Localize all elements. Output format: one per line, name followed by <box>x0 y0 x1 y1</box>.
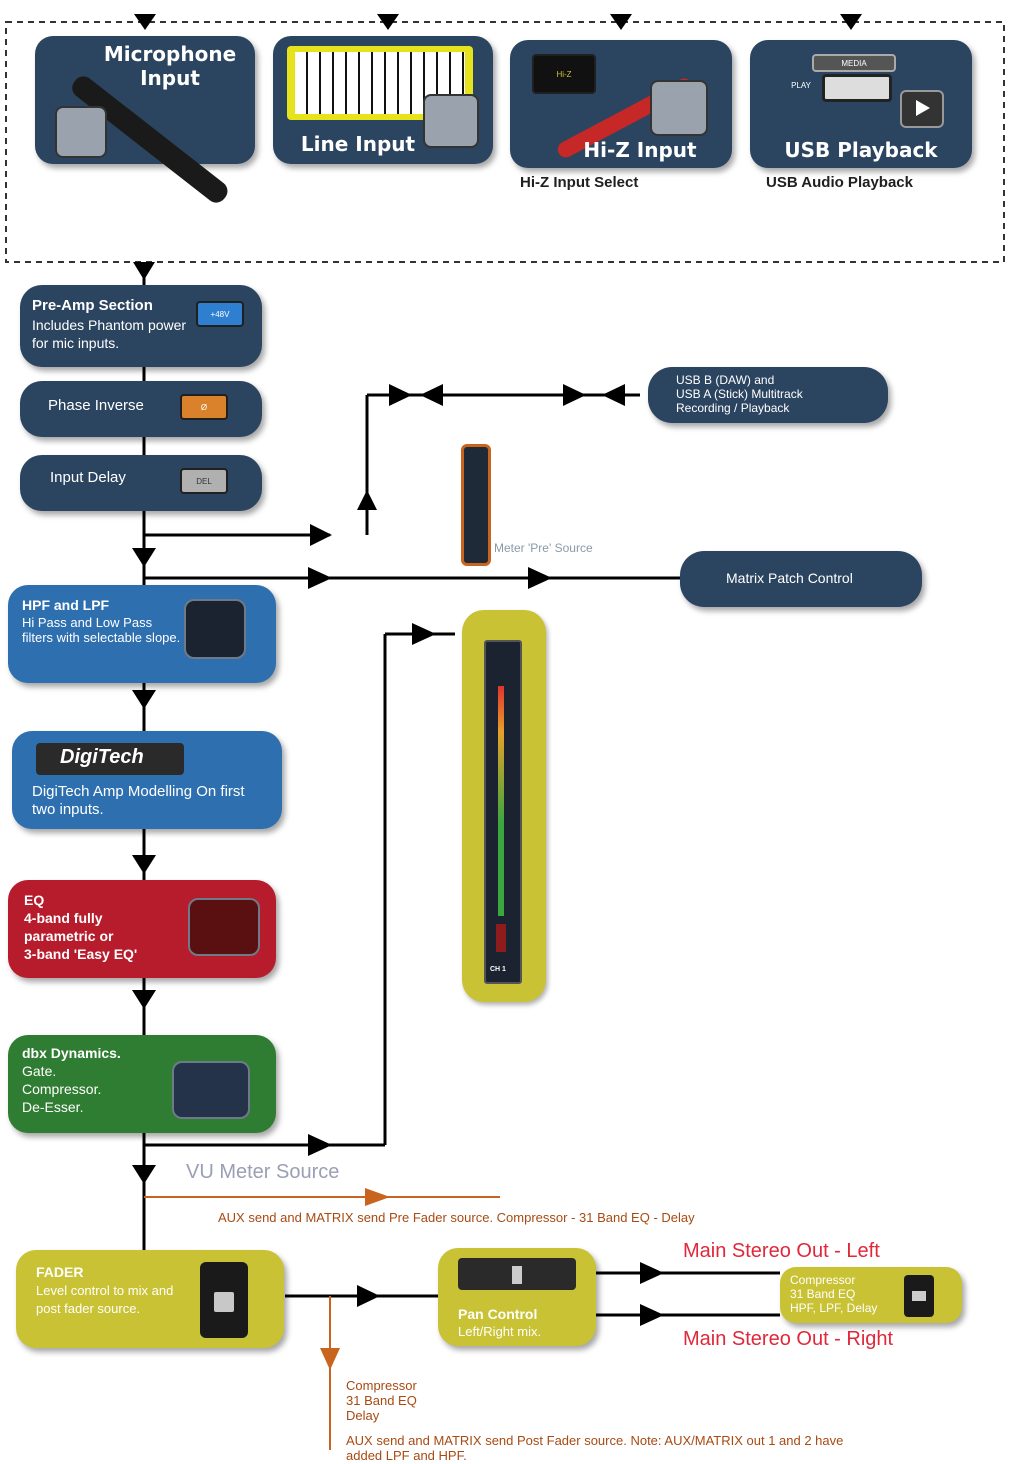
media-label: MEDIA <box>812 54 896 72</box>
hpf-lpf-title: HPF and LPF <box>22 597 110 613</box>
usb-recording-line3: Recording / Playback <box>676 401 790 415</box>
usb-recording-box[interactable]: USB B (DAW) and USB A (Stick) Multitrack… <box>648 367 888 423</box>
aux-post-fader-note-line1: AUX send and MATRIX send Post Fader sour… <box>346 1433 844 1448</box>
matrix-patch-control-label: Matrix Patch Control <box>726 570 853 586</box>
line-input-box[interactable]: Line Input <box>273 36 493 164</box>
fader-knob-icon[interactable] <box>200 1262 248 1338</box>
hpf-lpf-box[interactable]: HPF and LPF Hi Pass and Low Pass filters… <box>8 585 276 683</box>
aux-post-fader-note-line2: added LPF and HPF. <box>346 1448 467 1463</box>
fader-box[interactable]: FADER Level control to mix and post fade… <box>16 1250 284 1348</box>
meter-pre-source-meter <box>461 444 491 566</box>
dynamics-line3: De-Esser. <box>22 1099 84 1115</box>
post-fx-line3: Delay <box>346 1408 380 1423</box>
source-arrows <box>133 14 862 280</box>
dynamics-line2: Compressor. <box>22 1081 102 1097</box>
vu-meter-source-label: VU Meter Source <box>186 1161 340 1183</box>
matrix-patch-control-box[interactable]: Matrix Patch Control <box>680 551 922 607</box>
usb-audio-playback-caption: USB Audio Playback <box>766 174 913 191</box>
fader-body: Level control to mix and post fader sour… <box>36 1283 174 1316</box>
eq-line3: parametric or <box>24 928 114 944</box>
digitech-logo: DigiTech <box>36 743 184 775</box>
eq-knob-icon[interactable] <box>188 898 260 956</box>
spine-arrows <box>132 548 156 1184</box>
microphone-input-box[interactable]: Microphone Input <box>35 36 255 207</box>
pan-control-body: Left/Right mix. <box>458 1324 542 1339</box>
phase-inverse-box[interactable]: Phase Inverse Ø <box>20 381 262 437</box>
xlr-jack-icon <box>423 94 479 148</box>
usb-recording-line2: USB A (Stick) Multitrack <box>676 387 803 401</box>
hi-z-input-label: Hi-Z Input <box>583 138 697 162</box>
post-fx-line1: Compressor <box>346 1378 417 1393</box>
output-processing-line2: 31 Band EQ <box>790 1287 856 1301</box>
eq-line4: 3-band 'Easy EQ' <box>24 946 138 962</box>
eq-line1: EQ <box>24 892 45 908</box>
pan-control-box[interactable]: Pan Control Left/Right mix. <box>438 1248 596 1346</box>
line-input-label: Line Input <box>300 132 416 156</box>
input-delay-chip[interactable]: DEL <box>180 468 228 494</box>
meter-pre-source-label: Meter 'Pre' Source <box>494 541 593 555</box>
digitech-body: DigiTech Amp Modelling On first two inpu… <box>32 783 245 818</box>
output-processing-box[interactable]: Compressor 31 Band EQ HPF, LPF, Delay <box>780 1267 962 1323</box>
play-button-icon[interactable] <box>900 90 944 128</box>
play-label: PLAY <box>791 80 811 90</box>
usb-playback-box[interactable]: MEDIA PLAY USB Playback <box>750 40 972 168</box>
pre-amp-title: Pre-Amp Section <box>32 297 153 314</box>
dbx-dynamics-box[interactable]: dbx Dynamics. Gate. Compressor. De-Esser… <box>8 1035 276 1133</box>
digitech-box[interactable]: DigiTech DigiTech Amp Modelling On first… <box>12 731 282 829</box>
dynamics-title: dbx Dynamics. <box>22 1045 121 1061</box>
hi-z-input-box[interactable]: Hi-Z Hi-Z Input <box>510 40 732 168</box>
post-fx-line2: 31 Band EQ <box>346 1393 417 1408</box>
filter-knob-icon[interactable] <box>184 599 246 659</box>
aux-pre-fader-note: AUX send and MATRIX send Pre Fader sourc… <box>218 1210 695 1225</box>
pre-amp-body: Includes Phantom power for mic inputs. <box>32 317 187 351</box>
usb-playback-label: USB Playback <box>784 138 938 162</box>
hi-z-select-chip[interactable]: Hi-Z <box>532 54 596 94</box>
output-fader-icon[interactable] <box>904 1275 934 1317</box>
output-processing-line1: Compressor <box>790 1273 856 1287</box>
eq-line2: 4-band fully <box>24 910 103 926</box>
pan-slider-icon[interactable] <box>458 1258 576 1290</box>
pre-amp-section-box[interactable]: Pre-Amp Section Includes Phantom power f… <box>20 285 262 367</box>
dynamics-knob-icon[interactable] <box>172 1061 250 1119</box>
dynamics-line1: Gate. <box>22 1063 57 1079</box>
eq-box[interactable]: EQ 4-band fully parametric or 3-band 'Ea… <box>8 880 276 978</box>
input-delay-box[interactable]: Input Delay DEL <box>20 455 262 511</box>
main-stereo-out-left: Main Stereo Out - Left <box>683 1240 880 1262</box>
hpf-lpf-body: Hi Pass and Low Pass filters with select… <box>22 615 181 645</box>
xlr-jack-icon <box>650 80 708 136</box>
hi-z-input-select-caption: Hi-Z Input Select <box>520 174 639 191</box>
vu-meter-bar <box>484 640 522 984</box>
input-delay-label: Input Delay <box>50 469 126 486</box>
pan-control-title: Pan Control <box>458 1306 538 1322</box>
phase-inverse-chip[interactable]: Ø <box>180 394 228 420</box>
output-processing-line3: HPF, LPF, Delay <box>790 1301 878 1315</box>
main-stereo-out-right: Main Stereo Out - Right <box>683 1328 894 1350</box>
usb-port-icon[interactable] <box>822 74 892 102</box>
vu-channel-label: CH 1 <box>490 966 506 973</box>
microphone-input-label: Microphone Input <box>103 42 237 90</box>
input-sources-frame <box>5 21 1005 263</box>
phase-inverse-label: Phase Inverse <box>48 397 144 414</box>
fader-title: FADER <box>36 1264 84 1280</box>
vu-meter: CH 1 <box>462 610 546 1002</box>
xlr-jack-icon <box>55 106 107 158</box>
usb-recording-line1: USB B (DAW) and <box>676 373 775 387</box>
phantom-power-chip[interactable]: +48V <box>196 301 244 327</box>
